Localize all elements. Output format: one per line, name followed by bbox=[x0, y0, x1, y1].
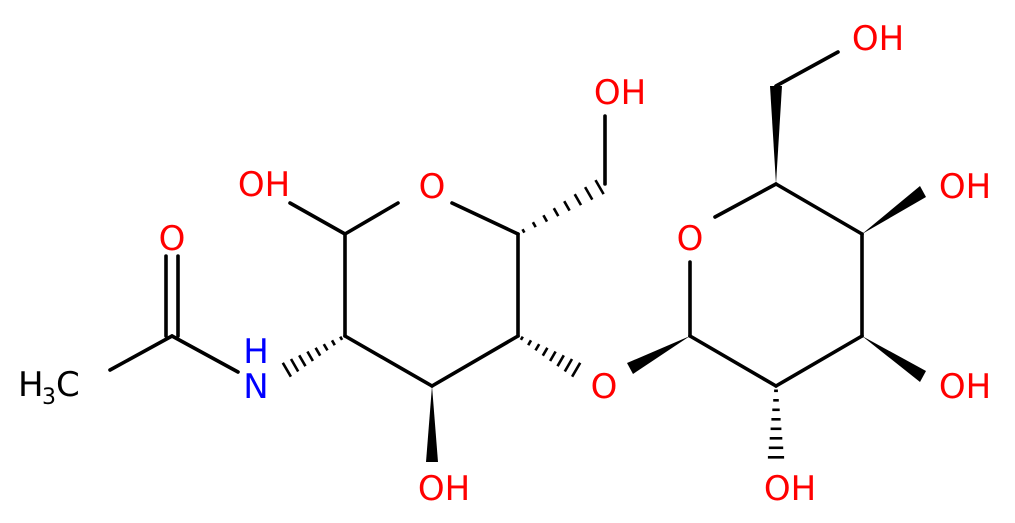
hash-c5-c6-left-dash bbox=[531, 221, 537, 228]
bond-ring-o-c5-right bbox=[713, 182, 778, 219]
atom-methyl-subscript: 3 bbox=[42, 385, 56, 410]
atom-oh-c6-left: OH bbox=[594, 73, 646, 113]
hash-c4-o-glycosidic-dash bbox=[534, 343, 541, 352]
bond-anomeric-oh bbox=[288, 201, 347, 236]
hash-c2-nitrogen-dash bbox=[330, 339, 336, 346]
hash-c2-nitrogen bbox=[281, 335, 344, 378]
hash-c5-c6-left-dash bbox=[552, 207, 560, 217]
atom-o-glycosidic: O bbox=[591, 367, 618, 407]
hash-c4-o-glycosidic-dash bbox=[556, 354, 565, 367]
bonds bbox=[108, 50, 864, 388]
bond-c5-c4-right bbox=[774, 182, 864, 236]
hash-c2-nitrogen-dash bbox=[281, 362, 293, 378]
hash-c4-o-glycosidic-dash bbox=[527, 339, 533, 346]
hash-c4-o-glycosidic-dash bbox=[519, 335, 524, 341]
hash-c4-o-glycosidic-dash bbox=[570, 362, 582, 378]
hash-c2-nitrogen-dash bbox=[339, 335, 344, 341]
hash-c4-o-glycosidic bbox=[519, 335, 582, 378]
hash-c5-c6-left-dash bbox=[573, 193, 583, 206]
bond-c3-c4 bbox=[430, 334, 520, 388]
hash-c5-c6-left-dash bbox=[521, 228, 526, 234]
atom-labels: O H 3 C H N OH O OH OH O O OH OH OH OH bbox=[18, 19, 991, 509]
atom-o-ring-right: O bbox=[677, 219, 704, 259]
atom-oh-anomeric: OH bbox=[238, 165, 290, 205]
atom-nitrogen-h: H bbox=[243, 332, 269, 372]
wedge-c5-c6-right bbox=[770, 86, 782, 184]
bond-ring-o-c5 bbox=[450, 201, 520, 236]
hashed-bonds bbox=[281, 179, 785, 459]
hash-c2-nitrogen-dash bbox=[314, 347, 322, 357]
bond-methyl-carbonyl bbox=[108, 334, 174, 372]
atom-nitrogen: N bbox=[243, 367, 268, 407]
bond-c1-ring-o bbox=[343, 201, 400, 236]
atom-o-ring-left: O bbox=[419, 167, 446, 207]
bond-c6-oh-right bbox=[774, 50, 840, 88]
bond-carbonyl-nitrogen bbox=[170, 334, 240, 374]
hash-c5-c6-left-dash bbox=[563, 200, 571, 212]
hash-c4-o-glycosidic-dash bbox=[541, 347, 549, 357]
wedge-c3-oh-left bbox=[426, 386, 438, 462]
hash-c2-nitrogen-dash bbox=[298, 354, 307, 367]
hash-c5-c6-left bbox=[521, 179, 605, 234]
wedge-c3-oh-right bbox=[862, 336, 926, 382]
atom-methyl-c: C bbox=[56, 365, 80, 405]
bond-c2-c1-right bbox=[688, 334, 778, 388]
atom-methyl-h: H bbox=[18, 365, 44, 405]
hash-c2-nitrogen-dash bbox=[289, 358, 300, 373]
wedge-c1-o-glycosidic bbox=[627, 336, 690, 374]
hash-c2-oh-right bbox=[767, 389, 785, 459]
hash-c5-c6-left-dash bbox=[583, 186, 594, 201]
atom-oh-c4-right: OH bbox=[939, 167, 991, 207]
atom-o-carbonyl: O bbox=[159, 219, 186, 259]
atom-oh-c2-right: OH bbox=[764, 469, 816, 509]
atom-oh-c3-right: OH bbox=[939, 367, 991, 407]
hash-c4-o-glycosidic-dash bbox=[563, 358, 574, 373]
bond-c3-c2-right bbox=[774, 334, 864, 388]
hash-c2-nitrogen-dash bbox=[306, 350, 315, 362]
hash-c4-o-glycosidic-dash bbox=[548, 350, 557, 362]
hash-c5-c6-left-dash bbox=[542, 214, 549, 223]
hash-c5-c6-left-dash bbox=[594, 179, 605, 195]
atom-oh-c6-right: OH bbox=[852, 19, 904, 59]
wedge-bonds bbox=[426, 86, 926, 462]
bond-c2-c3 bbox=[343, 334, 434, 388]
wedge-c4-oh-right bbox=[862, 186, 926, 234]
hash-c2-nitrogen-dash bbox=[322, 343, 329, 352]
atom-oh-c3-left: OH bbox=[418, 469, 470, 509]
atom-methyl: H 3 C bbox=[18, 365, 80, 410]
